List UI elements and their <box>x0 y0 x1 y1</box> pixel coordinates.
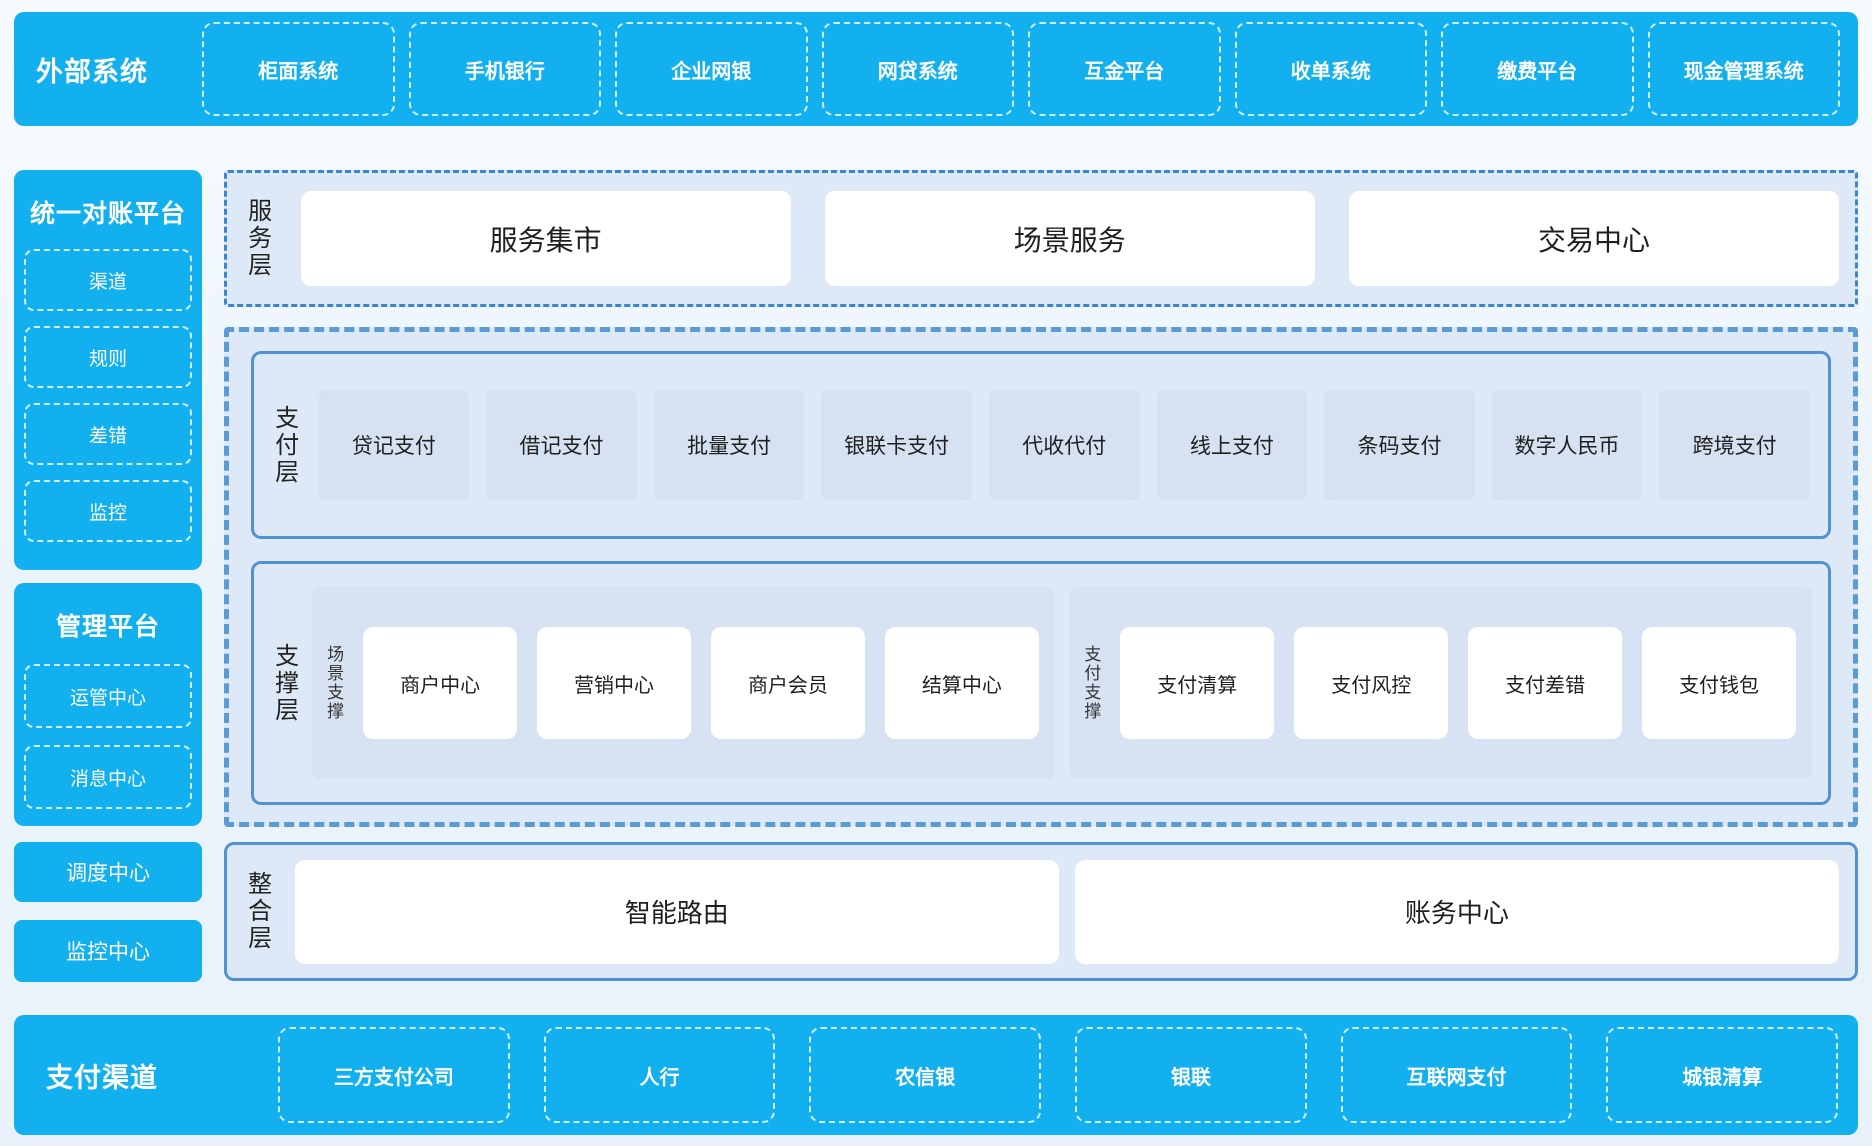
reconciliation-node: 差错 <box>24 403 192 465</box>
support-node: 支付差错 <box>1468 627 1623 739</box>
integration-layer-label: 整合层 <box>243 871 271 952</box>
scene-support-group: 场景支撑 商户中心 营销中心 商户会员 结算中心 <box>311 587 1055 779</box>
core-layers-container: 支付层 贷记支付 借记支付 批量支付 银联卡支付 代收代付 线上支付 条码支付 … <box>224 327 1858 827</box>
payment-channels-items: 三方支付公司 人行 农信银 银联 互联网支付 城银清算 <box>278 1027 1839 1123</box>
payment-channel-node: 三方支付公司 <box>278 1027 510 1123</box>
payment-channel-node: 城银清算 <box>1606 1027 1839 1123</box>
external-system-node: 企业网银 <box>615 22 808 116</box>
payment-channel-node: 银联 <box>1075 1027 1307 1123</box>
payment-layer: 支付层 贷记支付 借记支付 批量支付 银联卡支付 代收代付 线上支付 条码支付 … <box>251 351 1831 539</box>
integration-layer: 整合层 智能路由 账务中心 <box>224 842 1858 981</box>
payment-support-label: 支付支撑 <box>1081 645 1101 721</box>
external-system-node: 柜面系统 <box>202 22 395 116</box>
payment-node: 借记支付 <box>486 390 637 500</box>
payment-node: 代收代付 <box>988 390 1140 500</box>
scene-support-label: 场景支撑 <box>324 645 344 721</box>
payment-node: 批量支付 <box>653 390 805 500</box>
support-layer-label: 支撑层 <box>270 642 298 724</box>
external-system-node: 现金管理系统 <box>1647 22 1840 116</box>
payment-node: 条码支付 <box>1324 390 1475 500</box>
payment-node: 银联卡支付 <box>821 390 972 500</box>
support-node: 商户中心 <box>363 627 518 739</box>
support-node: 营销中心 <box>537 627 691 739</box>
service-layer-label: 服务层 <box>243 198 271 279</box>
reconciliation-platform-block: 统一对账平台 渠道 规则 差错 监控 <box>14 170 202 570</box>
reconciliation-node: 规则 <box>24 326 192 388</box>
management-node: 消息中心 <box>24 745 192 809</box>
support-node: 结算中心 <box>884 627 1039 739</box>
reconciliation-node: 渠道 <box>24 249 192 311</box>
external-system-node: 网贷系统 <box>821 22 1014 116</box>
payment-node: 数字人民币 <box>1491 390 1643 500</box>
support-node: 支付清算 <box>1120 627 1275 739</box>
integration-node: 智能路由 <box>294 859 1059 964</box>
diagram-body: 统一对账平台 渠道 规则 差错 监控 管理平台 运管中心 消息中心 调度中心 监… <box>14 170 1858 982</box>
payment-channel-node: 互联网支付 <box>1340 1027 1573 1123</box>
support-layer: 支撑层 场景支撑 商户中心 营销中心 商户会员 结算中心 支付支撑 支付清算 支… <box>251 561 1831 805</box>
payment-node: 线上支付 <box>1156 390 1308 500</box>
layer-stack: 服务层 服务集市 场景服务 交易中心 支付层 贷记支付 借记支付 批量支付 银联… <box>224 170 1858 982</box>
service-node: 场景服务 <box>824 191 1315 286</box>
payment-node: 跨境支付 <box>1659 390 1810 500</box>
payment-channels-bar: 支付渠道 三方支付公司 人行 农信银 银联 互联网支付 城银清算 <box>14 1015 1858 1135</box>
support-node: 支付风控 <box>1294 627 1449 739</box>
payment-channels-title: 支付渠道 <box>46 1062 158 1093</box>
monitor-center-block: 监控中心 <box>14 920 202 982</box>
external-system-node: 收单系统 <box>1234 22 1427 116</box>
external-systems-items: 柜面系统 手机银行 企业网银 网贷系统 互金平台 收单系统 缴费平台 现金管理系… <box>202 22 1840 116</box>
external-systems-bar: 外部系统 柜面系统 手机银行 企业网银 网贷系统 互金平台 收单系统 缴费平台 … <box>14 12 1858 126</box>
reconciliation-node: 监控 <box>24 480 192 542</box>
management-platform-title: 管理平台 <box>55 613 160 641</box>
service-node: 服务集市 <box>300 191 791 286</box>
external-system-node: 互金平台 <box>1028 22 1221 116</box>
support-node: 支付钱包 <box>1642 627 1797 739</box>
payment-channel-node: 人行 <box>543 1027 776 1123</box>
management-node: 运管中心 <box>24 664 192 728</box>
external-system-node: 缴费平台 <box>1441 22 1634 116</box>
payment-channel-node: 农信银 <box>809 1027 1042 1123</box>
payment-layer-label: 支付层 <box>270 404 298 486</box>
service-node: 交易中心 <box>1348 191 1840 286</box>
reconciliation-platform-title: 统一对账平台 <box>29 200 186 228</box>
external-systems-title: 外部系统 <box>36 56 148 87</box>
external-system-node: 手机银行 <box>408 22 601 116</box>
scheduler-center-block: 调度中心 <box>14 842 202 902</box>
left-platform-column: 统一对账平台 渠道 规则 差错 监控 管理平台 运管中心 消息中心 调度中心 监… <box>14 170 202 982</box>
support-node: 商户会员 <box>710 627 865 739</box>
payment-node: 贷记支付 <box>318 390 470 500</box>
integration-node: 账务中心 <box>1074 859 1839 964</box>
service-layer: 服务层 服务集市 场景服务 交易中心 <box>224 170 1858 307</box>
management-platform-block: 管理平台 运管中心 消息中心 <box>14 583 202 826</box>
payment-support-group: 支付支撑 支付清算 支付风控 支付差错 支付钱包 <box>1068 587 1812 779</box>
